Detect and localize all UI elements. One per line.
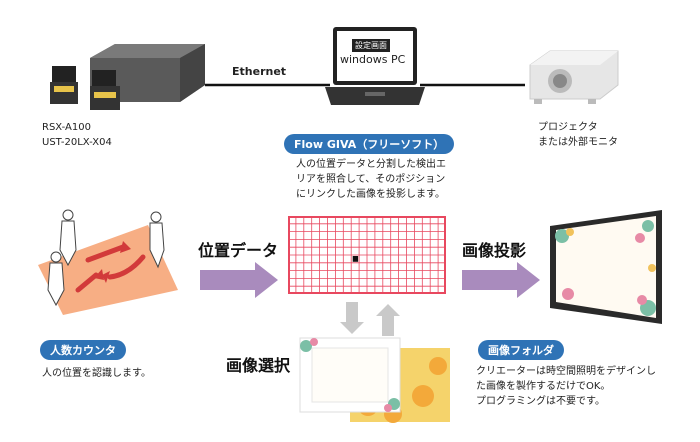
position-data-label: 位置データ [198,241,279,260]
projection-label: 画像投影 [462,241,527,260]
projection-screen [550,210,662,324]
settings-screen-badge: 設定画面 [352,39,390,52]
projector-icon [529,50,619,104]
laptop-icon [325,27,425,105]
pc-label: windows PC [340,53,406,66]
software-desc-line-1: 人の位置データと分割した検出エ [296,159,446,170]
image-thumbnails [299,337,450,423]
people-counter-desc: 人の位置を認識します。 [42,368,151,379]
image-select-label: 画像選択 [226,356,291,375]
software-desc-line-2: リアを照合して、そのポジション [296,174,446,185]
people-counter-badge: 人数カウンタ [40,340,126,360]
ethernet-label: Ethernet [232,65,287,78]
folder-desc-line-3: プログラミングは不要です。 [476,396,605,407]
swap-arrows-icon [340,302,400,336]
floor-people-illustration [38,209,178,315]
projector-label-2: または外部モニタ [538,137,618,148]
projector-label-1: プロジェクタ [538,122,598,133]
arrow-right-2-icon [462,262,540,298]
software-title-badge: Flow GIVA（フリーソフト） [284,134,455,154]
software-desc-line-3: にリンクした画像を投影します。 [296,189,445,200]
active-grid-cell [352,256,359,262]
image-folder-badge: 画像フォルダ [478,340,564,360]
folder-desc-line-1: クリエーターは時空間照明をデザインし [476,366,656,377]
lidar-sensor-icon [50,66,120,110]
arrow-right-1-icon [200,262,278,298]
folder-desc-line-2: た画像を製作するだけでOK。 [476,381,611,392]
detection-grid [288,216,446,294]
sensor-model-1: RSX-A100 [42,122,91,133]
sensor-model-2: UST-20LX-X04 [42,137,112,148]
